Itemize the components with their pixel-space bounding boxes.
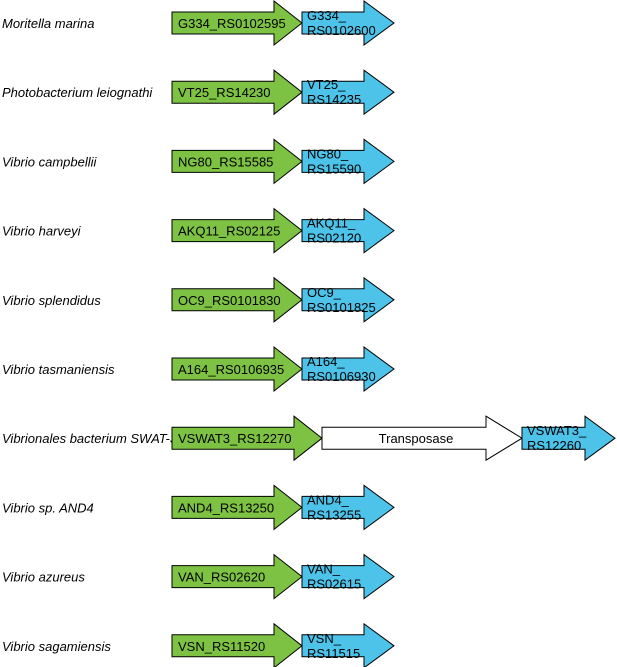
gene-arrow-blue (521, 415, 616, 462)
gene-label: AND4_RS13250 (178, 500, 274, 515)
gene-label: VSN_RS11520 (178, 639, 265, 654)
gene-label: G334_ (307, 8, 347, 23)
gene-label: A164_RS0106935 (178, 362, 284, 377)
transposase-gene-arrow (321, 415, 523, 462)
gene-arrow-green (171, 345, 303, 393)
gene-label: G334_RS0102595 (178, 16, 286, 31)
gene-label: Transposase (379, 431, 454, 446)
gene-row: Vibrio azureus VAN_RS02620 VAN_RS02615 (2, 553, 395, 600)
gene-label: AND4_ (307, 492, 350, 507)
gene-arrow-green (171, 138, 303, 185)
gene-row: Vibrio splendidus OC9_RS0101830 OC9_RS0101… (2, 276, 395, 323)
gene-label: A164_ (307, 354, 345, 369)
gene-row: Moritella marina G334_RS0102595 G334_RS010… (2, 0, 395, 47)
gene-arrow-blue (301, 484, 395, 531)
gene-label: VAN_RS02620 (178, 570, 265, 585)
gene-row: Vibrio sp. AND4 AND4_RS13250 AND4_RS13255 (2, 484, 395, 531)
gene-label: VAN_ (307, 562, 341, 577)
gene-arrow-blue (301, 622, 395, 667)
gene-arrow-blue (301, 346, 395, 392)
gene-label: RS02615 (307, 577, 361, 592)
species-label: Vibrio azureus (2, 570, 85, 585)
species-label: Vibrionales bacterium SWAT-3 (2, 431, 178, 446)
gene-arrow-green (171, 622, 303, 667)
gene-arrow-green (171, 69, 303, 116)
gene-label: RS0106930 (307, 369, 376, 384)
gene-row: Photobacterium leiognathi VT25_RS14230 VT2… (2, 69, 395, 116)
gene-label: VSN_ (307, 631, 342, 646)
gene-arrow-green (171, 276, 303, 323)
gene-label: RS11515 (307, 646, 360, 661)
species-label: Vibrio sp. AND4 (2, 500, 94, 515)
gene-arrow-blue (301, 553, 395, 600)
gene-row: Vibrio campbellii NG80_RS15585 NG80_RS1559… (2, 138, 395, 185)
species-label: Vibrio campbellii (2, 154, 98, 169)
gene-label: OC9_RS0101830 (178, 293, 281, 308)
gene-arrow-green (171, 484, 303, 531)
species-label: Photobacterium leiognathi (2, 85, 153, 100)
gene-row: Vibrio sagamiensis VSN_RS11520 VSN_RS11515 (2, 622, 395, 667)
gene-label: RS14235 (307, 92, 361, 107)
gene-label: RS12260 (527, 438, 581, 453)
gene-arrow-green (171, 553, 303, 600)
gene-label: NG80_ (307, 146, 349, 161)
gene-row: Vibrio tasmaniensis A164_RS0106935 A164_RS… (2, 345, 395, 393)
gene-label: VSWAT3_RS12270 (178, 431, 291, 446)
gene-arrow-blue (301, 0, 395, 46)
gene-label: RS15590 (307, 161, 361, 176)
gene-row: Vibrio harveyi AKQ11_RS02125 AKQ11_RS02120 (2, 207, 395, 254)
gene-arrow-blue (301, 138, 395, 185)
species-label: Moritella marina (2, 16, 94, 31)
gene-label: AKQ11_RS02125 (178, 224, 280, 239)
gene-label: OC9_ (307, 285, 342, 300)
gene-arrow-green (171, 207, 303, 254)
gene-arrow-blue (301, 69, 395, 116)
gene-arrow-blue (301, 276, 395, 323)
gene-label: VSWAT3_ (527, 423, 587, 438)
species-label: Vibrio splendidus (2, 293, 101, 308)
gene-label: VT25_ (307, 77, 346, 92)
gene-arrow-blue (301, 207, 395, 254)
gene-label: RS02120 (307, 231, 361, 246)
gene-label: RS13255 (307, 507, 361, 522)
gene-label: RS0101825 (307, 300, 376, 315)
species-label: Vibrio harveyi (2, 224, 82, 239)
gene-arrow-green (171, 0, 303, 47)
species-label: Vibrio sagamiensis (2, 639, 111, 654)
gene-label: RS0102600 (307, 23, 376, 38)
gene-label: AKQ11_ (307, 216, 356, 231)
gene-label: VT25_RS14230 (178, 85, 271, 100)
gene-arrow-green (171, 415, 323, 462)
species-label: Vibrio tasmaniensis (2, 362, 115, 377)
gene-label: NG80_RS15585 (178, 154, 273, 169)
